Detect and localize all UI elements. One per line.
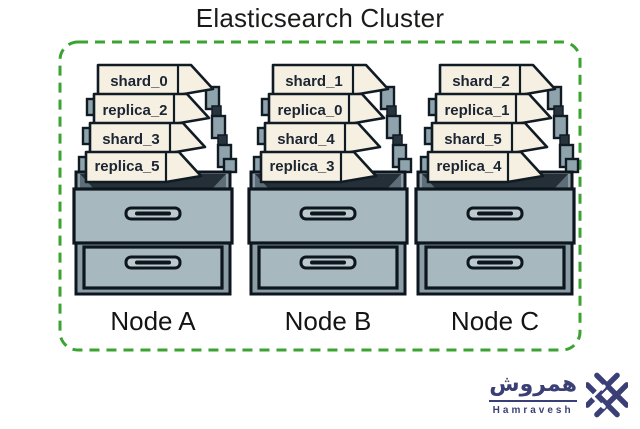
node-b: shard_1 replica_0 shard_4 replica_3 Node… (241, 59, 415, 337)
file-label: shard_3 (102, 131, 160, 148)
file-label: replica_3 (269, 158, 334, 175)
file-label: replica_1 (444, 102, 509, 119)
diagram-title: Elasticsearch Cluster (195, 3, 445, 33)
file-label: shard_2 (452, 73, 510, 90)
file-label: replica_2 (102, 102, 167, 119)
node-a: shard_0 replica_2 shard_3 replica_5 Node… (66, 59, 240, 337)
file-label: replica_4 (436, 158, 502, 175)
node-label: Node A (110, 306, 196, 336)
file-cabinet-illustration: shard_0 replica_2 shard_3 replica_5 (66, 59, 240, 299)
node-label: Node B (284, 306, 372, 336)
node-label: Node C (450, 306, 540, 336)
hamravesh-wordmark-farsi: همروش (489, 372, 577, 397)
file-label: shard_5 (444, 131, 502, 148)
hamravesh-logo-mark-icon (586, 372, 628, 418)
cluster-boundary (58, 40, 582, 352)
file-label: shard_1 (285, 73, 343, 90)
file-label: shard_4 (277, 131, 335, 148)
file-label: replica_0 (277, 102, 342, 119)
node-c: shard_2 replica_1 shard_5 replica_4 Node… (408, 59, 582, 337)
hamravesh-logo: همروش Hamravesh (489, 369, 628, 421)
file-label: shard_0 (110, 73, 168, 90)
hamravesh-wordmark-latin: Hamravesh (492, 405, 574, 416)
file-label: replica_5 (94, 158, 159, 175)
hamravesh-wordmark: همروش Hamravesh (489, 374, 577, 416)
hamravesh-logo-divider (489, 400, 577, 402)
file-cabinet-illustration: shard_1 replica_0 shard_4 replica_3 (241, 59, 415, 299)
file-cabinet-illustration: shard_2 replica_1 shard_5 replica_4 (408, 59, 582, 299)
